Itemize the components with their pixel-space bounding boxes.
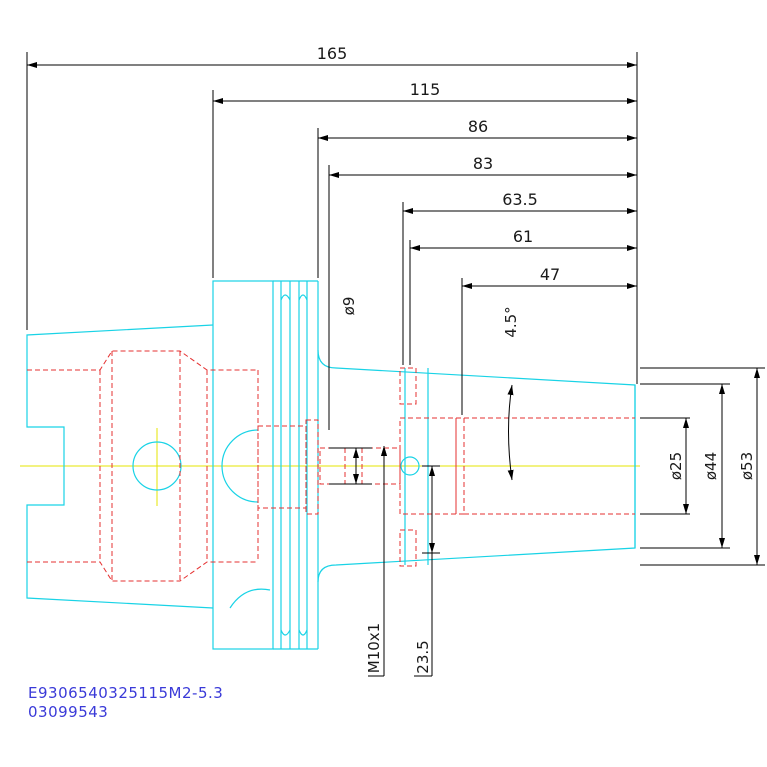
dim-dia-9: ø9 [340, 297, 358, 316]
dim-165: 165 [317, 44, 348, 63]
dim-depth: 23.5 [414, 640, 432, 673]
dim-dia-25: ø25 [667, 452, 685, 480]
dim-dia-53: ø53 [738, 452, 756, 480]
dim-47: 47 [540, 265, 560, 284]
holder-outline [26, 280, 636, 650]
title-block: E9306540325115M2-5.3 03099543 [28, 684, 223, 722]
dim-86: 86 [468, 117, 488, 136]
dimension-labels: 165 115 86 83 63.5 61 47 ø9 ø25 ø44 ø53 … [317, 44, 756, 674]
dim-115: 115 [410, 80, 441, 99]
dim-61: 61 [513, 227, 533, 246]
dim-angle: 4.5° [502, 306, 520, 337]
dim-dia-44: ø44 [702, 452, 720, 480]
dimension-lines [26, 52, 765, 677]
dim-63-5: 63.5 [502, 190, 538, 209]
hidden-lines [27, 350, 635, 582]
centerline [20, 428, 640, 506]
part-number: 03099543 [28, 703, 109, 721]
dim-83: 83 [473, 154, 493, 173]
dim-thread: M10x1 [365, 623, 383, 673]
part-code: E9306540325115M2-5.3 [28, 684, 224, 702]
